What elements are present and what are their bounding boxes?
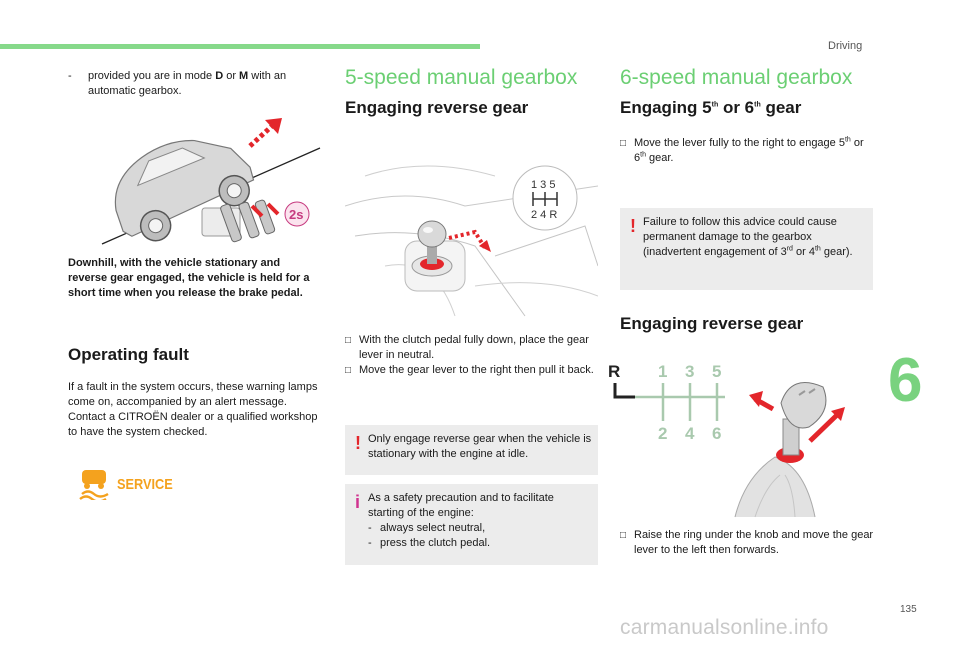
checkbox-bullet-icon: □ bbox=[620, 530, 627, 541]
five-speed-gear-lever-illustration: 1 3 5 2 4 R bbox=[345, 165, 598, 317]
page-number: 135 bbox=[900, 604, 917, 615]
svg-text:5: 5 bbox=[712, 362, 721, 381]
svg-text:4: 4 bbox=[685, 424, 695, 443]
info-item: -always select neutral, bbox=[368, 522, 486, 534]
six-speed-fifth-sixth-heading: Engaging 5th or 6th gear bbox=[620, 98, 802, 117]
svg-text:6: 6 bbox=[712, 424, 721, 443]
checkbox-bullet-icon: □ bbox=[620, 138, 627, 149]
operating-fault-heading: Operating fault bbox=[68, 345, 189, 364]
checkbox-bullet-icon: □ bbox=[345, 365, 352, 376]
downhill-car-illustration: 2s bbox=[101, 118, 321, 245]
five-speed-info-box: i As a safety precaution and to facilita… bbox=[345, 484, 598, 565]
info-item: -press the clutch pedal. bbox=[368, 537, 491, 549]
operating-fault-text: If a fault in the system occurs, these w… bbox=[68, 381, 318, 438]
pedals bbox=[201, 199, 280, 243]
svg-text:2: 2 bbox=[658, 424, 667, 443]
checkbox-bullet-icon: □ bbox=[345, 335, 352, 346]
intro-dash-item: - provided you are in mode D or M with a… bbox=[68, 70, 287, 97]
five-speed-warning-box: ! Only engage reverse gear when the vehi… bbox=[345, 425, 598, 475]
svg-text:2 4 R: 2 4 R bbox=[531, 209, 557, 221]
warning-exclamation-icon: ! bbox=[630, 216, 636, 236]
section-label: Driving bbox=[828, 40, 863, 52]
five-speed-title: 5-speed manual gearbox bbox=[345, 66, 578, 89]
six-speed-title: 6-speed manual gearbox bbox=[620, 66, 853, 89]
illustration-caption: Downhill, with the vehicle stationary an… bbox=[68, 257, 310, 299]
chapter-number: 6 bbox=[888, 346, 923, 415]
svg-text:1 3 5: 1 3 5 bbox=[531, 179, 555, 191]
svg-text:R: R bbox=[608, 362, 620, 381]
six-speed-reverse-heading: Engaging reverse gear bbox=[620, 314, 804, 333]
five-speed-step-1: □ With the clutch pedal fully down, plac… bbox=[345, 334, 589, 361]
warning-exclamation-icon: ! bbox=[355, 433, 361, 453]
five-speed-reverse-heading: Engaging reverse gear bbox=[345, 98, 529, 117]
five-speed-pattern: 1 3 5 2 4 R bbox=[512, 165, 578, 231]
six-speed-step-1: □ Move the lever fully to the right to e… bbox=[620, 136, 864, 164]
header-accent-bar bbox=[0, 44, 480, 49]
six-speed-pattern: R 1 3 5 2 4 6 bbox=[608, 362, 725, 443]
info-icon: i bbox=[355, 492, 361, 512]
five-speed-step-2: □ Move the gear lever to the right then … bbox=[345, 364, 594, 376]
six-speed-step-2: □ Raise the ring under the knob and move… bbox=[620, 529, 874, 556]
service-warning-lamp-icon bbox=[79, 470, 109, 500]
svg-text:1: 1 bbox=[658, 362, 667, 381]
watermark: carmanualsonline.info bbox=[620, 616, 829, 639]
six-speed-warning-box: ! Failure to follow this advice could ca… bbox=[620, 208, 873, 290]
svg-text:3: 3 bbox=[685, 362, 694, 381]
duration-badge: 2s bbox=[289, 207, 303, 222]
six-speed-gear-lever-illustration: R 1 3 5 2 4 6 bbox=[608, 362, 845, 518]
service-lamp-label: SERVICE bbox=[117, 476, 173, 493]
